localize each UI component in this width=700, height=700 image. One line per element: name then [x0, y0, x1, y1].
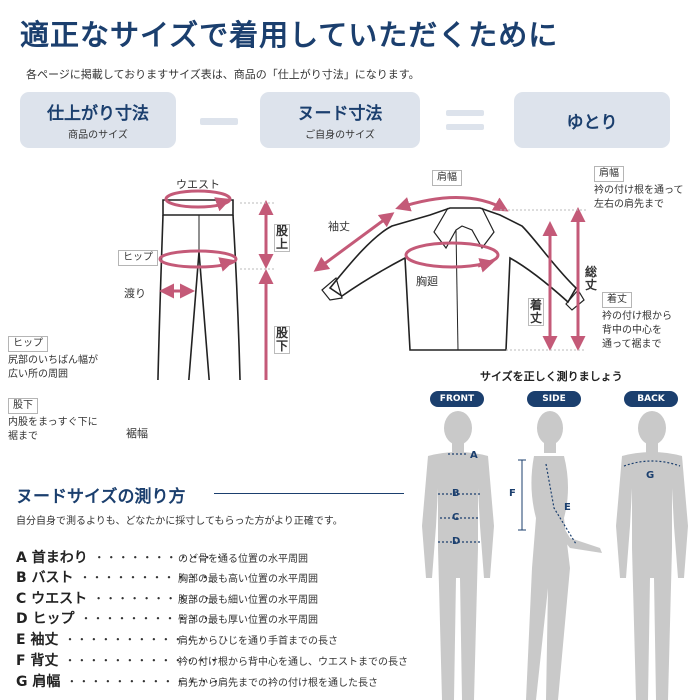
nude-item-g: G 肩幅 ・・・・・・・・・・・・・	[16, 671, 222, 690]
finished-size-label: 仕上がり寸法	[47, 104, 149, 124]
nude-item-f: F 背丈 ・・・・・・・・・・・・・	[16, 650, 220, 669]
measure-point-a: A	[470, 450, 478, 461]
total-length-label: 総丈	[584, 265, 597, 292]
length-label: 着丈	[528, 298, 544, 326]
hip-note-title: ヒップ	[8, 336, 48, 352]
body-figures	[422, 411, 688, 700]
nude-size-section-title: ヌードサイズの測り方	[16, 487, 186, 507]
inseam-note-desc1: 内股をまっすぐ下に	[8, 417, 98, 428]
shoulder-note-desc2: 左右の肩先まで	[594, 199, 664, 210]
equals-sign-top	[446, 110, 484, 116]
hem-label: 裾幅	[126, 427, 148, 440]
finished-size-sub: 商品のサイズ	[68, 130, 128, 141]
inseam-note-desc2: 裾まで	[8, 431, 38, 442]
measure-point-b: B	[452, 488, 460, 499]
leader-dots: ・・・・・・・・・・・・・	[64, 653, 221, 667]
nude-item-desc: 衿の付け根から背中心を通し、ウエストまでの長さ	[178, 657, 408, 668]
nude-size-label: ヌード寸法	[297, 104, 383, 124]
shoulder-note-title: 肩幅	[594, 166, 624, 182]
measure-point-c: C	[452, 512, 460, 523]
nude-item-a: A 首まわり ・・・・・・・・・・・	[16, 547, 226, 566]
nude-item-label: B バスト	[16, 569, 74, 586]
measure-point-e: E	[564, 502, 571, 513]
minus-sign	[200, 118, 238, 125]
leader-dots: ・・・・・・・・・・・	[79, 570, 212, 584]
nude-item-label: F 背丈	[16, 652, 59, 669]
nude-item-label: D ヒップ	[16, 610, 75, 627]
nude-item-c: C ウエスト ・・・・・・・・・・	[16, 588, 213, 607]
nude-item-desc: のど骨を通る位置の水平周囲	[178, 554, 308, 565]
nude-item-desc: 臀部の最も厚い位置の水平周囲	[178, 615, 318, 626]
waist-label: ウエスト	[176, 178, 220, 191]
leader-dots: ・・・・・・・・・・・	[93, 550, 226, 564]
nude-item-label: C ウエスト	[16, 590, 88, 607]
length-note-desc3: 通って裾まで	[602, 339, 662, 350]
nude-item-b: B バスト ・・・・・・・・・・・	[16, 567, 212, 586]
ease-label: ゆとり	[566, 112, 618, 133]
leader-dots: ・・・・・・・・・・・	[80, 611, 213, 625]
ease-box: ゆとり	[514, 92, 670, 148]
page-subtitle: 各ページに掲載しておりますサイズ表は、商品の「仕上がり寸法」になります。	[26, 68, 420, 81]
section-divider	[214, 493, 404, 494]
side-view-tab: SIDE	[527, 391, 581, 407]
back-view-tab: BACK	[624, 391, 678, 407]
nude-item-label: A 首まわり	[16, 549, 88, 566]
inseam-label: 股下	[274, 326, 290, 354]
equals-sign-bottom	[446, 124, 484, 130]
rise-label: 股上	[274, 224, 290, 252]
nude-item-d: D ヒップ ・・・・・・・・・・・	[16, 608, 213, 627]
page-title: 適正なサイズで着用していただくために	[20, 18, 559, 52]
sleeve-arrow	[313, 212, 395, 272]
measure-point-f: F	[509, 488, 516, 499]
shoulder-arrow	[395, 196, 509, 212]
nude-item-label: E 袖丈	[16, 631, 59, 648]
chest-label: 胸廻	[416, 275, 438, 288]
nude-item-desc: 胸部の最も高い位置の水平周囲	[178, 574, 318, 585]
chest-measure-icon	[404, 241, 500, 269]
measure-point-g: G	[646, 470, 655, 481]
nude-item-desc: 肩先からひじを通り手首までの長さ	[178, 636, 338, 647]
front-view-tab: FRONT	[430, 391, 484, 407]
front-figure	[422, 411, 494, 700]
inseam-note-title: 股下	[8, 398, 38, 414]
nude-size-desc: 自分自身で測るよりも、どなたかに採寸してもらった方がより正確です。	[16, 516, 343, 527]
sleeve-label: 袖丈	[328, 220, 350, 233]
nude-item-label: G 肩幅	[16, 673, 61, 690]
length-note-desc2: 背中の中心を	[602, 325, 662, 336]
leader-dots: ・・・・・・・・・・・・	[64, 632, 209, 646]
length-note-title: 着丈	[602, 292, 632, 308]
measure-correctly-title: サイズを正しく測りましょう	[480, 370, 623, 383]
hip-measure-icon	[158, 249, 238, 269]
side-figure	[526, 411, 602, 700]
length-note-desc1: 衿の付け根から	[602, 311, 672, 322]
finished-size-box: 仕上がり寸法 商品のサイズ	[20, 92, 176, 148]
back-figure	[616, 411, 688, 700]
shoulder-note-desc1: 衿の付け根を通って	[594, 185, 684, 196]
jacket-illustration	[321, 207, 585, 351]
nude-item-desc: 肩先から肩先までの衿の付け根を通した長さ	[178, 678, 378, 689]
nude-size-box: ヌード寸法 ご自身のサイズ	[260, 92, 420, 148]
waist-measure-icon	[164, 189, 232, 209]
leader-dots: ・・・・・・・・・・	[93, 591, 214, 605]
nude-item-desc: 腹部の最も細い位置の水平周囲	[178, 595, 318, 606]
nude-item-e: E 袖丈 ・・・・・・・・・・・・	[16, 629, 208, 648]
thigh-label: 渡り	[124, 287, 146, 300]
hip-note-desc2: 広い所の周囲	[8, 369, 68, 380]
leader-dots: ・・・・・・・・・・・・・	[66, 674, 223, 688]
nude-size-sub: ご自身のサイズ	[305, 130, 375, 141]
hip-note-desc1: 尻部のいちばん幅が	[8, 355, 98, 366]
garment-diagram	[157, 189, 586, 380]
measure-point-d: D	[452, 536, 461, 547]
shoulder-label: 肩幅	[432, 170, 462, 186]
hip-tag: ヒップ	[118, 250, 158, 266]
